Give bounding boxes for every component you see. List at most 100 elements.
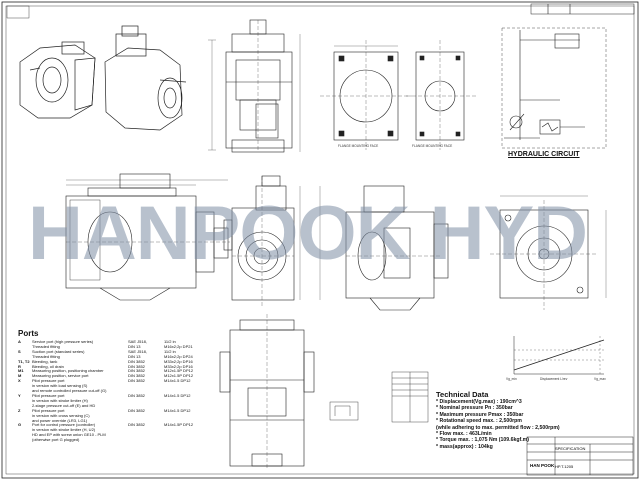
ports-cell-code [18,438,32,443]
graph-x-mid: Displacement L/rev [540,377,568,381]
ports-rows: A Service port (high pressure series) SAE … [18,339,228,443]
ports-cell-desc: in version with cross sensing (C) [32,413,90,418]
ports-row: M1 Measuring position, positioning chambe… [18,369,228,374]
sectional-table [329,371,429,423]
technical-data-line: * Maximum pressure Pmax : 350bar [436,411,524,418]
flange-label-2: FLANGE MOUNTING FACE [412,144,453,148]
ports-cell-std [128,438,164,443]
ports-cell-size: M12x1.5P DP12 [164,373,194,379]
ports-cell-std: SAE J518, [128,348,147,354]
ports-cell-std: DIN 13 [128,343,141,349]
ports-cell-code: X [18,378,21,384]
pump-end-view [223,175,301,306]
technical-data-lines: * Displacement(Vg.max) : 190cm^3* Nomina… [436,399,586,450]
ports-row: in version with cross sensing (C) [18,414,228,419]
technical-data-line: * Rotational speed max. : 2,500rpm [436,418,522,425]
ports-cell-desc: Bleeding, oil drain [32,364,64,369]
ports-row: Threaded fitting DIN 13 M16x2;2p DP21 [18,343,228,350]
ports-cell-std: SAE J518, [128,339,147,344]
ports-row: A Service port (high pressure series) SAE … [18,339,228,345]
ports-cell-desc: Service port (high pressure series) [32,340,94,344]
ports-cell-code: T1, T2 [18,358,30,364]
ports-row: R Bleeding, oil drain DIN 3852 M33x2;2p DP1… [18,363,228,370]
ports-cell-size: M16x2;2p DP21 [164,343,193,349]
ports-cell-code: M1 [18,368,24,374]
technical-data-line: * mass(approx) : 104kg [436,443,493,450]
ports-cell-desc: Measuring position, positioning chamber [32,369,104,374]
ports-cell-std: DIN 3852 [128,422,145,428]
ports-cell-size: M12x1.5P DP12 [164,368,194,374]
hydraulic-circuit-diagram [501,27,607,149]
ports-cell-desc: 2-stage pressure cut-off (E) and HD [32,403,96,408]
ports-cell-desc: and remote controlled pressure cut-off (… [32,389,107,394]
isometric-view-1 [19,41,96,119]
pump-front-view [65,173,230,301]
ports-cell-std: DIN 3852 [128,358,145,364]
technical-data-line: * Nominal pressure Pn : 350bar [436,405,513,412]
technical-data-title: Technical Data [436,390,489,399]
ports-cell-size: M14x1.5P DP12 [164,422,194,428]
ports-cell-size: 11/2 in [164,339,176,344]
ports-cell-code: R [18,363,21,369]
mounting-flange-view [490,195,607,310]
ports-cell-size [164,438,224,443]
ports-cell-size: M14x1.5 DP12 [164,378,191,384]
ports-cell-std: DIN 3852 [128,368,145,374]
ports-cell-code: M [18,373,22,379]
title-block-drawing-no: HP.T.1205 [555,464,574,469]
ports-cell-desc: Measuring position, service port [32,374,89,379]
ports-cell-desc: Threaded fitting [32,354,60,359]
ports-title: Ports [18,329,39,338]
ports-row: and remote controlled pressure cut-off (… [18,389,228,394]
hydraulic-circuit-title: HYDRAULIC CIRCUIT [508,151,580,158]
graph-x-right: Vg_max [594,377,606,381]
ports-cell-desc: Port for control pressure (controller) [32,423,96,428]
ports-cell-desc: in version with stroke limiter (H) [32,398,88,403]
ports-row: and power override (LR3, LG1) [18,419,228,424]
ports-cell-std: DIN 3852 [128,407,145,413]
ports-row: in version with stroke limiter (H, U2) [18,428,228,433]
ports-row: in version with load sensing (S) [18,384,228,389]
ports-cell-desc: (otherwise port G plugged) [32,438,80,443]
ports-cell-desc: Suction port (standard series) [32,349,85,354]
ports-cell-size: M16x2;2p DP24 [164,353,193,359]
ports-cell-std: DIN 3852 [128,378,145,384]
ports-cell-desc: in version with load sensing (S) [32,384,88,389]
ports-row: G Port for control pressure (controller) D… [18,423,228,428]
ports-cell-code: A [18,339,21,344]
ports-row: 2-stage pressure cut-off (E) and HD [18,404,228,409]
ports-row: (otherwise port G plugged) [18,438,228,443]
pump-side-view-2 [319,185,449,311]
ports-cell-desc: Pilot pressure port [32,408,65,413]
title-block-brand: HAN POOK [530,463,555,468]
ports-cell-desc: and power override (LR3, LG1) [32,418,88,423]
ports-cell-desc: in version with stroke limiter (H, U2) [32,428,96,433]
ports-cell-size: M14x1.5 DP12 [164,407,191,413]
ports-cell-desc: Threaded fitting [32,344,60,349]
ports-cell-code: G [18,422,22,428]
flange-face-2 [406,40,476,150]
flow-graph [513,336,605,375]
ports-row: M Measuring position, service port DIN 385… [18,373,228,379]
title-block-frame [526,436,634,476]
ports-cell-desc: Pilot pressure port [32,379,65,384]
pump-bottom-view [219,314,315,470]
flange-face-1 [320,40,412,150]
ports-cell-code: S [18,348,21,354]
ports-cell-desc: Bleeding, tank [32,359,58,364]
pump-top-view [208,19,301,153]
ports-cell-std: DIN 3852 [128,373,145,379]
ports-cell-size: M33x2;2p DP16 [164,363,193,369]
title-block-title: SPECIFICATION [555,446,586,451]
ports-cell-code: Y [18,392,21,398]
ports-cell-desc: Pilot pressure port [32,393,65,398]
isometric-view-2 [104,25,187,131]
ports-cell-std: DIN 3852 [128,363,145,369]
ports-row: S Suction port (standard series) SAE J518,… [18,348,228,355]
ports-cell-size: M14x1.5 DP12 [164,392,191,398]
